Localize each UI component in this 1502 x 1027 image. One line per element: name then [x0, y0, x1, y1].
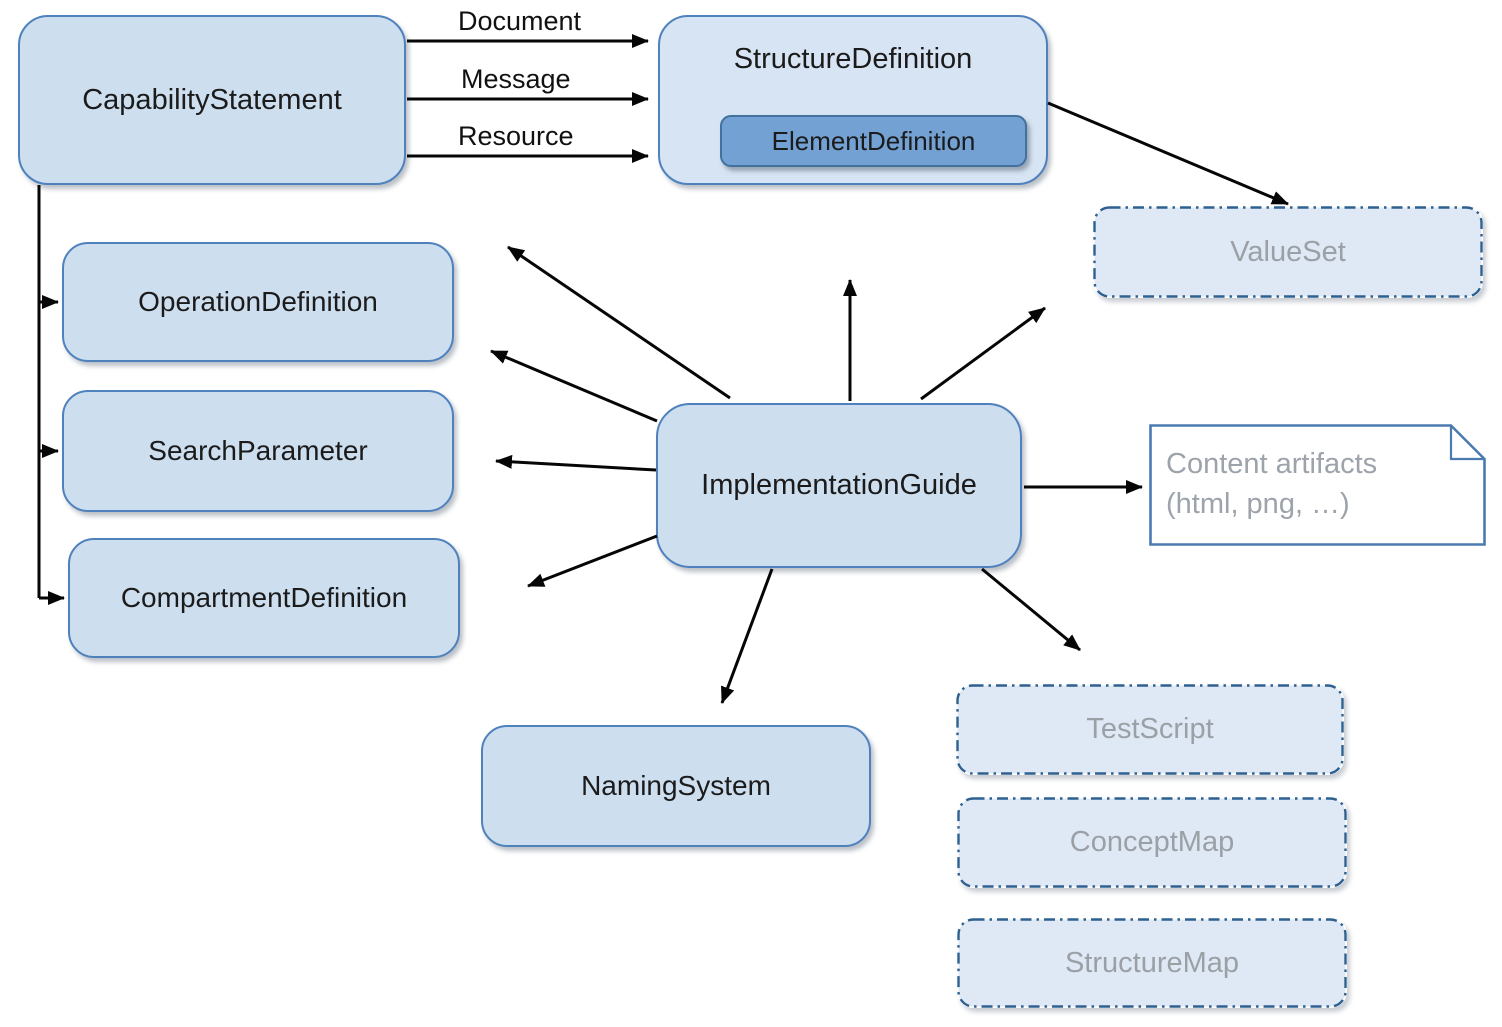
edge-ig-upleft-long: [507, 245, 731, 400]
node-operation-definition-label: OperationDefinition: [138, 286, 378, 317]
node-test-script-label: TestScript: [1086, 713, 1214, 745]
structure-map-dashed-border: [957, 918, 1347, 1008]
content-artifacts-line1: Content artifacts: [1166, 448, 1378, 480]
node-search-parameter: SearchParameter: [62, 390, 454, 512]
concept-map-dashed-border: [957, 797, 1347, 888]
node-operation-definition: OperationDefinition: [62, 242, 454, 362]
content-artifacts-note-shape: [1149, 424, 1486, 546]
node-content-artifacts: Content artifacts (html, png, …): [1149, 424, 1486, 546]
node-element-definition-label: ElementDefinition: [771, 125, 976, 156]
node-compartment-definition: CompartmentDefinition: [68, 538, 460, 658]
node-search-parameter-label: SearchParameter: [148, 435, 368, 466]
edge-ig-upleft-short: [490, 349, 658, 423]
edge-ig-downleft: [527, 534, 658, 588]
node-structure-map-label: StructureMap: [1064, 946, 1240, 979]
node-element-definition: ElementDefinition: [720, 115, 1027, 167]
node-concept-map: ConceptMap: [957, 797, 1347, 888]
edge-ig-left: [495, 454, 657, 472]
node-implementation-guide-label: ImplementationGuide: [701, 469, 977, 501]
edge-to-value-set: [1047, 101, 1289, 206]
edge-ig-downright: [981, 567, 1081, 652]
node-structure-map: StructureMap: [957, 918, 1347, 1008]
node-structure-definition-label: StructureDefinition: [733, 43, 973, 75]
node-value-set-label: ValueSet: [1230, 235, 1346, 268]
node-implementation-guide: ImplementationGuide: [656, 403, 1022, 568]
node-compartment-definition-label: CompartmentDefinition: [120, 582, 408, 613]
value-set-dashed-border: [1093, 206, 1483, 298]
edge-label-message: Message: [461, 64, 571, 94]
edge-ig-to-naming-system: [720, 568, 774, 704]
test-script-dashed-border: [956, 684, 1344, 775]
node-structure-definition: StructureDefinition ElementDefinition: [658, 15, 1048, 185]
node-test-script: TestScript: [956, 684, 1344, 775]
node-naming-system: NamingSystem: [481, 725, 871, 847]
node-value-set: ValueSet: [1093, 206, 1483, 298]
node-naming-system-label: NamingSystem: [581, 770, 771, 801]
node-capability-statement-label: CapabilityStatement: [82, 83, 342, 116]
node-concept-map-label: ConceptMap: [1069, 826, 1235, 858]
content-artifacts-line2: (html, png, …): [1166, 488, 1350, 520]
edge-label-document: Document: [458, 6, 582, 36]
node-capability-statement: CapabilityStatement: [18, 15, 406, 185]
edge-label-resource: Resource: [458, 121, 574, 151]
edge-ig-upright: [920, 306, 1046, 401]
